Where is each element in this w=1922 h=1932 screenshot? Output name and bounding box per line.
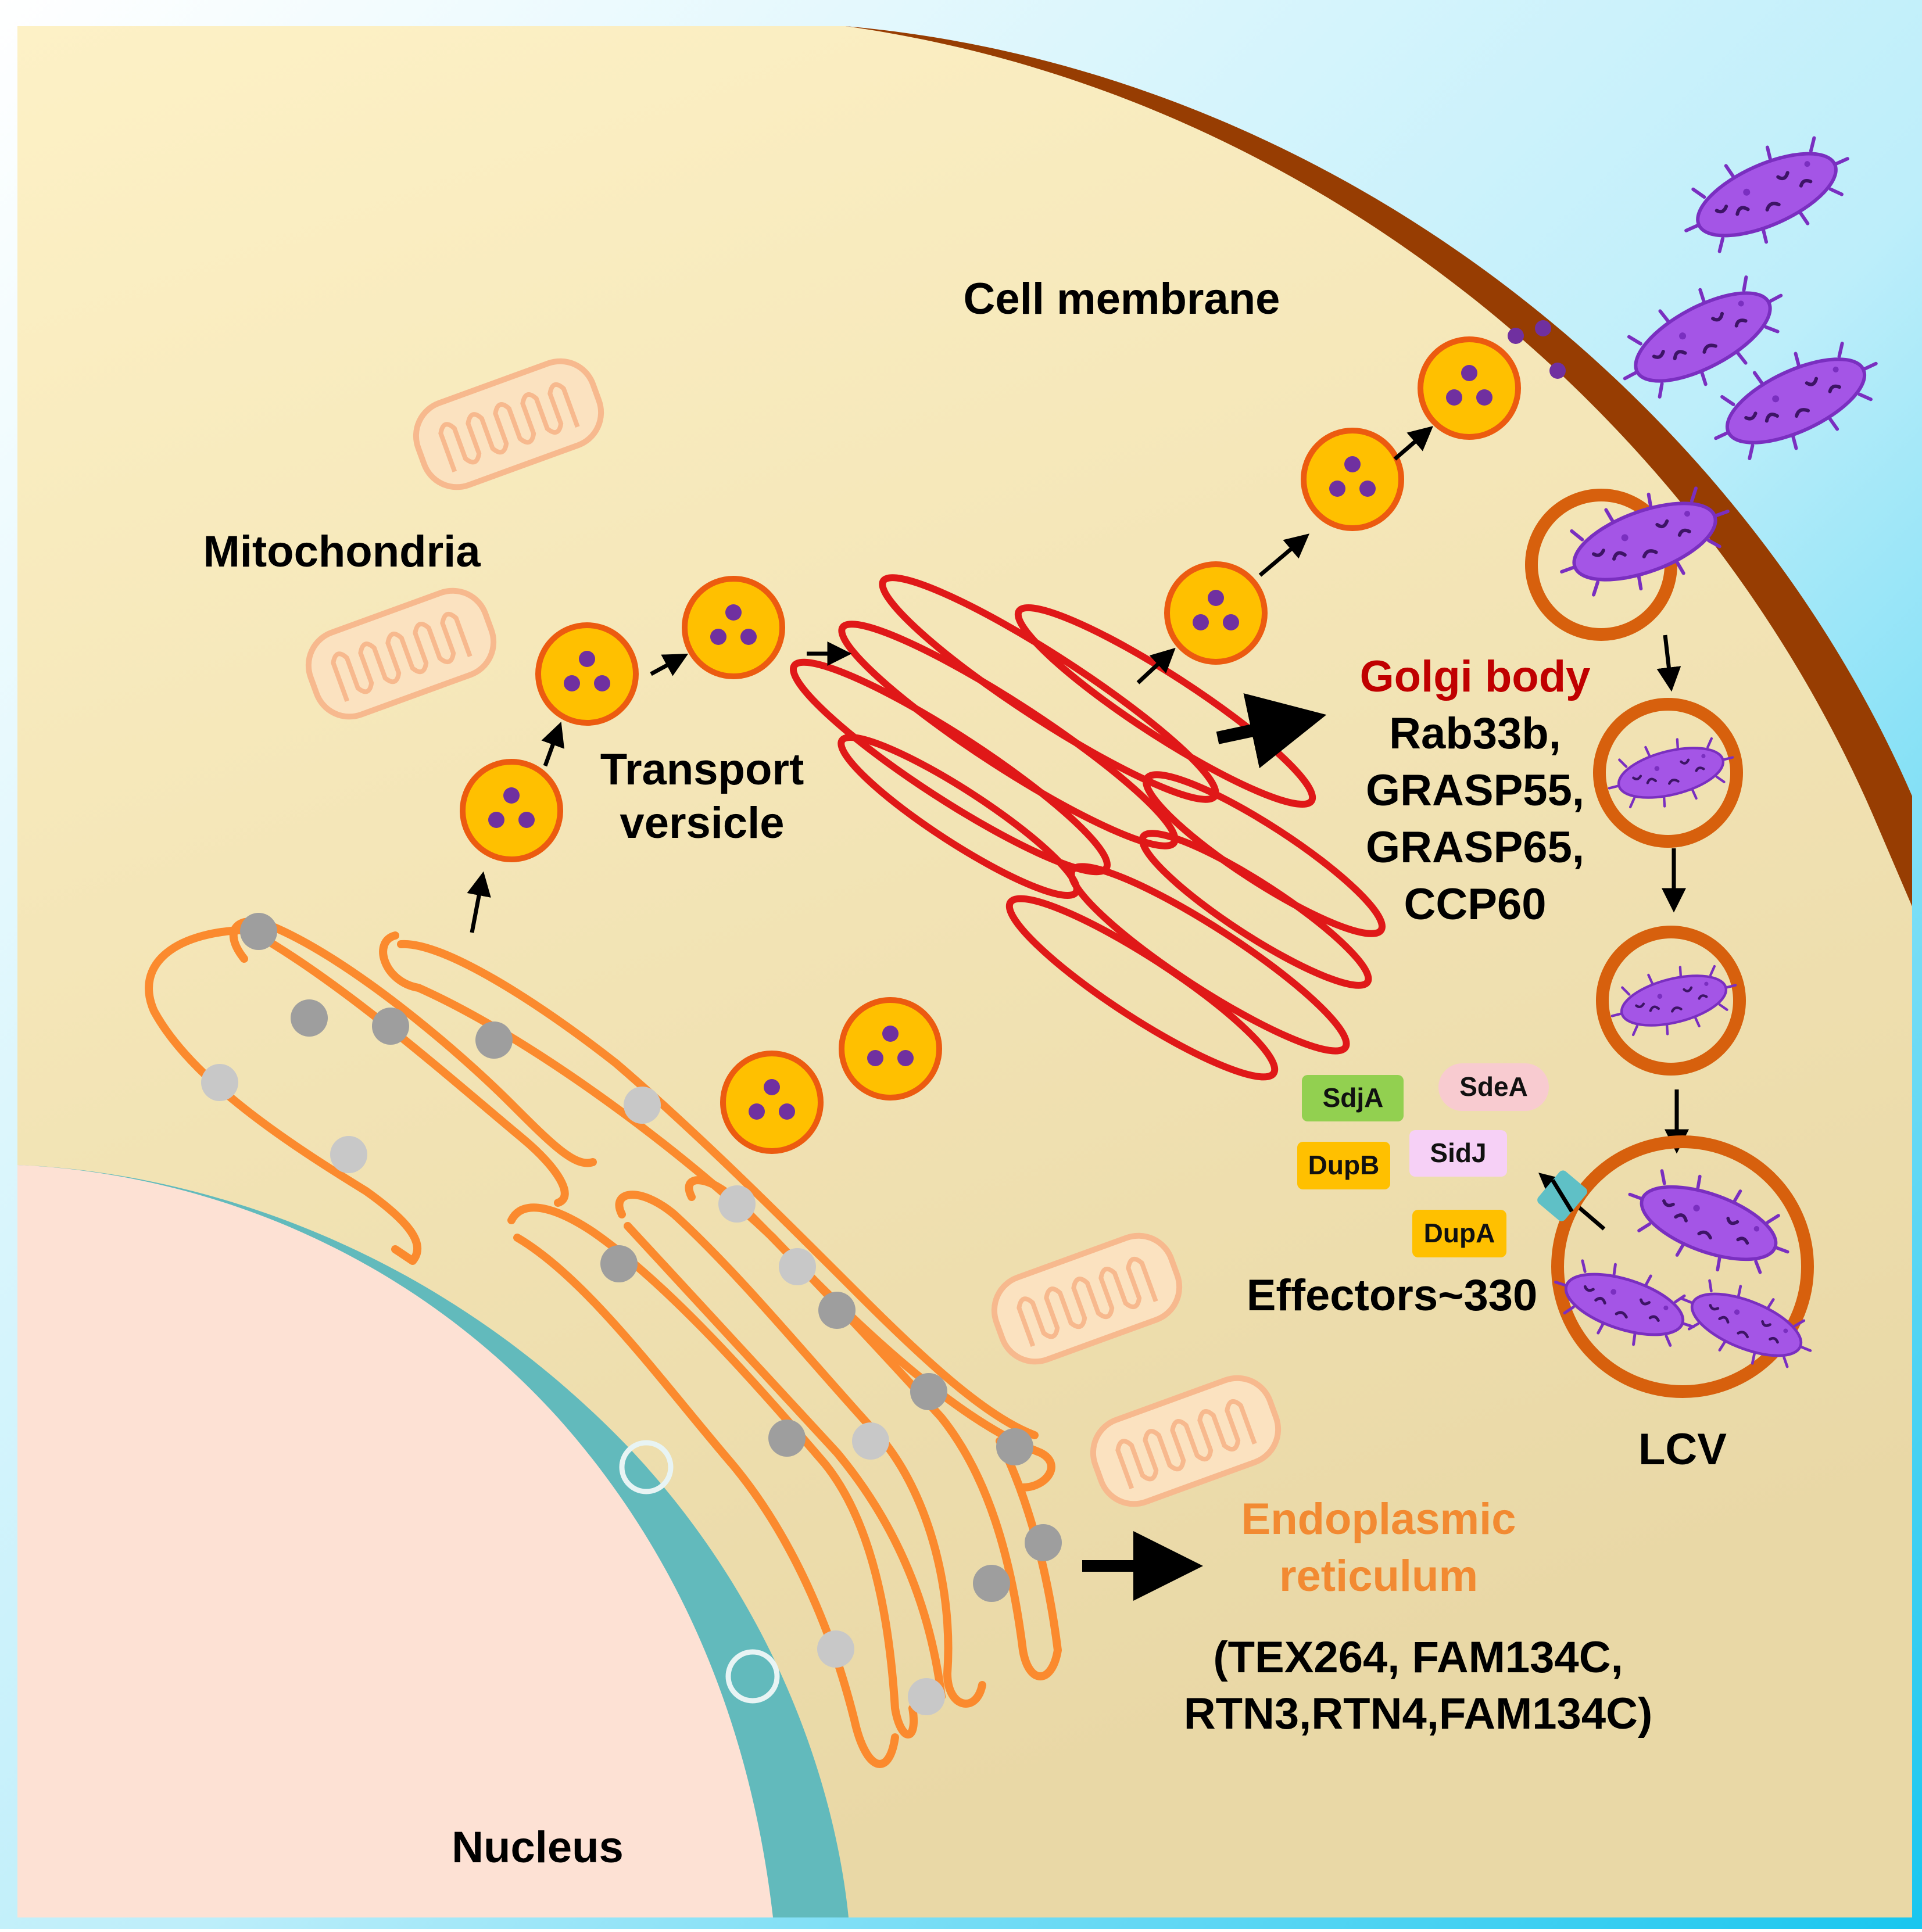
effector-dupb: DupB (1297, 1142, 1390, 1189)
er-label: reticulum (1279, 1551, 1478, 1601)
cell-membrane-label: Cell membrane (964, 274, 1280, 324)
transport-vesicle (685, 579, 782, 676)
er-protein-label: RTN3,RTN4,FAM134C) (1184, 1689, 1653, 1739)
lcv-early (1593, 698, 1743, 848)
transport-vesicle (1420, 339, 1518, 437)
er-protein-label: (TEX264, FAM134C, (1213, 1633, 1623, 1682)
transport-vesicle (463, 762, 560, 859)
effector-sdja: SdjA (1302, 1075, 1404, 1121)
effector-label: SidJ (1430, 1138, 1486, 1168)
er-label: Endoplasmic (1241, 1494, 1516, 1544)
golgi-protein-label: GRASP65, (1366, 823, 1584, 872)
lcv-replicative (1551, 1135, 1814, 1398)
secretion-system-channel (1537, 1170, 1587, 1221)
effectors-count-label: Effectors~330 (1247, 1271, 1538, 1320)
transport-vesicle (842, 1000, 939, 1098)
lcv-label: LCV (1638, 1425, 1727, 1474)
nuclear-pore (725, 1649, 780, 1704)
golgi-body (789, 574, 1386, 1081)
nucleus-label: Nucleus (452, 1823, 624, 1872)
effector-sdea: SdeA (1438, 1063, 1549, 1111)
trafficking-arrows (467, 426, 1689, 1231)
golgi-protein-label: GRASP55, (1366, 766, 1584, 815)
nuclear-pore (619, 1440, 674, 1494)
golgi-protein-label: Rab33b, (1389, 709, 1561, 758)
transport-vesicle (1304, 431, 1401, 528)
effector-label: DupA (1424, 1218, 1495, 1248)
effector-sidj: SidJ (1409, 1130, 1507, 1177)
ribosomes (201, 913, 1062, 1715)
effector-label: DupB (1308, 1150, 1380, 1180)
effector-dupa: DupA (1412, 1210, 1506, 1257)
transport-vesicle (538, 625, 636, 723)
transport-vesicle-label: versicle (620, 798, 784, 848)
released-cargo (1535, 320, 1551, 336)
endoplasmic-reticulum (145, 917, 1062, 1768)
released-cargo (1549, 363, 1566, 379)
golgi-protein-label: CCP60 (1404, 880, 1547, 929)
effector-label: SdeA (1459, 1071, 1528, 1102)
golgi-arrow (1216, 693, 1327, 769)
lcv-maturing (1596, 926, 1746, 1076)
transport-vesicle (723, 1053, 821, 1151)
transport-vesicle-label: Transport (600, 745, 804, 794)
nucleus (17, 1165, 773, 1917)
effector-label: SdjA (1323, 1083, 1384, 1113)
released-cargo (1508, 328, 1524, 344)
golgi-body-label: Golgi body (1360, 652, 1591, 701)
mitochondria-label: Mitochondria (203, 527, 481, 576)
transport-vesicle (1167, 564, 1265, 662)
